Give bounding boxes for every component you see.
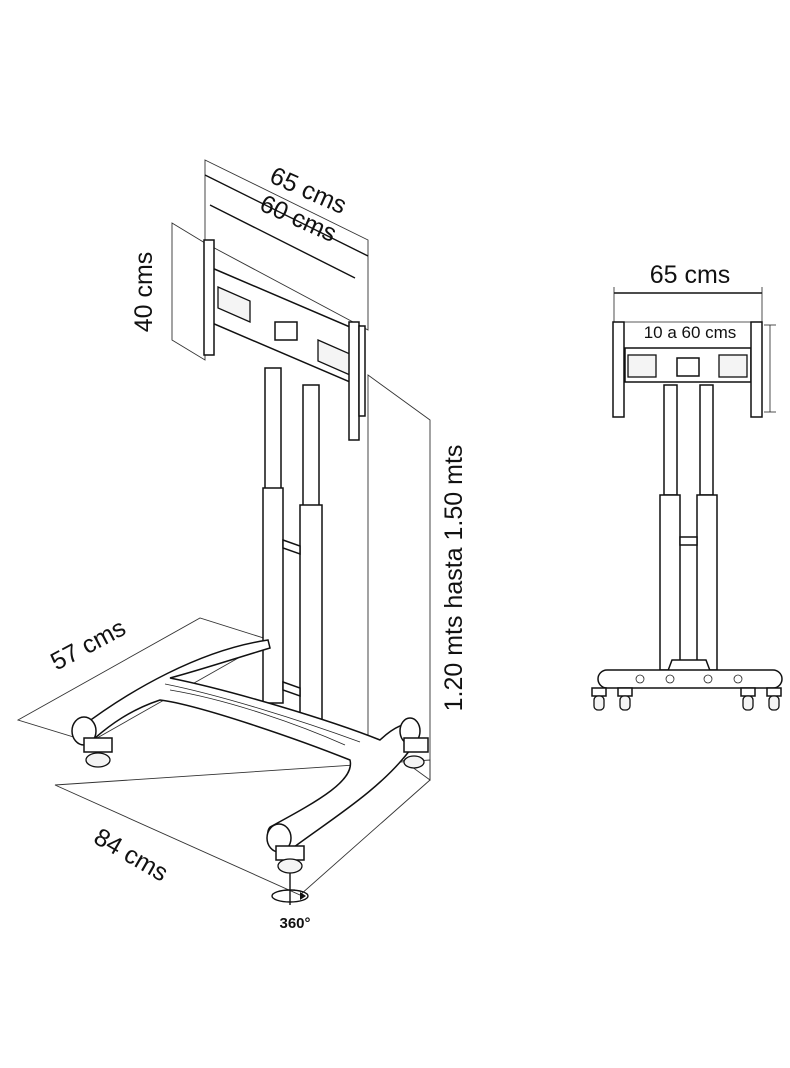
pole-right-lower: [299, 504, 323, 721]
front-base-bar: [597, 669, 783, 689]
base-depth-label: 57 cms: [46, 614, 130, 677]
vesa-range-label: 10 a 60 cms: [644, 323, 737, 342]
pole-right-upper: [302, 384, 320, 511]
vertical-arm-right: [348, 321, 360, 441]
caster-front-right: [275, 845, 305, 874]
width-plane: [204, 159, 369, 331]
front-pole-right-upper: [699, 384, 714, 496]
pole-crossbar-lower: [282, 680, 301, 698]
caster-front-left: [83, 737, 113, 768]
front-pole-left-upper: [663, 384, 678, 496]
base-frame: [78, 639, 417, 853]
vertical-arm-right-2: [358, 325, 366, 417]
front-center-box: [676, 357, 700, 377]
front-width-label: 65 cms: [650, 261, 731, 289]
height-range-label: 1.20 mts hasta 1.50 mts: [440, 445, 468, 712]
base-depth-plane: [16, 617, 272, 743]
base-width-plane: [54, 759, 431, 896]
vertical-arm-left: [203, 239, 215, 356]
pole-crossbar: [282, 538, 301, 556]
front-crossbar: [679, 536, 698, 546]
rotation-label: 360°: [279, 915, 310, 932]
caster-back-right: [403, 737, 429, 769]
front-slot-left: [627, 354, 657, 378]
front-caster-4: [766, 687, 782, 711]
rotation-icon: [271, 873, 309, 905]
front-caster-2: [617, 687, 633, 711]
vesa-height-label: 40 cms: [130, 252, 158, 333]
front-arm-left: [612, 321, 625, 418]
pole-left-upper: [264, 367, 282, 494]
front-slot-right: [718, 354, 748, 378]
front-caster-3: [740, 687, 756, 711]
isometric-view: 65 cms 60 cms 40 cms 1.20 mts hasta 1.50…: [16, 159, 468, 932]
front-arm-right: [750, 321, 763, 418]
vesa-height-plane: [171, 222, 206, 361]
height-plane: [367, 374, 431, 781]
front-caster-1: [591, 687, 607, 711]
front-view: 65 cms 10 a 60 cms: [591, 261, 783, 711]
front-pole-left-lower: [659, 494, 681, 671]
bracket-slot-left: [217, 286, 251, 323]
pole-left-lower: [262, 487, 284, 704]
bracket-center-box: [274, 321, 298, 341]
front-pole-right-lower: [696, 494, 718, 671]
